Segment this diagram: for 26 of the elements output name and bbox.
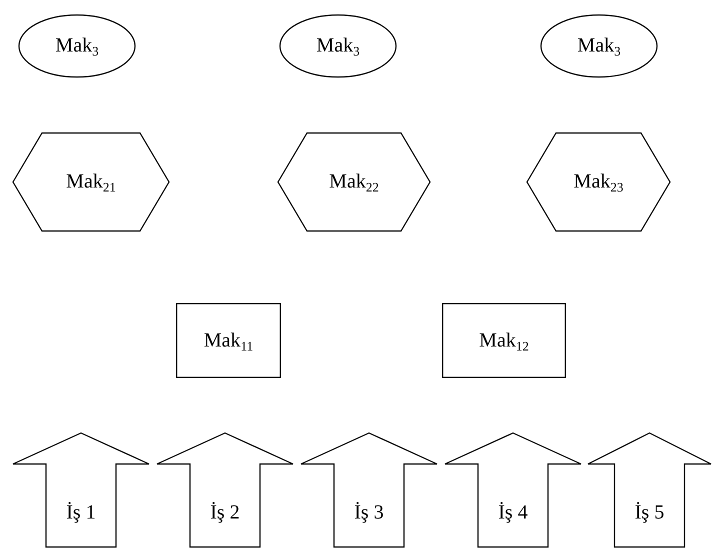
ellipse-node xyxy=(540,14,658,78)
up-arrow-node xyxy=(587,432,712,548)
up-arrow-node xyxy=(12,432,150,548)
node-label: Mak$_{21}$ xyxy=(66,170,116,194)
node-label: Mak$_{3}$ xyxy=(316,34,360,58)
up-arrow-node xyxy=(156,432,294,548)
node-label: İş 2 xyxy=(210,502,240,525)
node-label: Mak$_{3}$ xyxy=(577,34,621,58)
up-arrow-node xyxy=(444,432,582,548)
node-label: İş 4 xyxy=(498,502,528,525)
node-label: Mak$_{23}$ xyxy=(574,170,624,194)
node-label: Mak$_{11}$ xyxy=(204,329,254,352)
node-label: İş 1 xyxy=(66,502,96,525)
hexagon-node xyxy=(12,132,170,232)
node-label: İş 5 xyxy=(634,502,664,525)
process-box xyxy=(442,303,566,378)
ellipse-node xyxy=(18,14,136,78)
ellipse-node xyxy=(279,14,397,78)
node-label: Mak$_{3}$ xyxy=(55,34,99,58)
process-box xyxy=(176,303,281,378)
node-label: İş 3 xyxy=(354,502,384,525)
hexagon-node xyxy=(526,132,671,232)
up-arrow-node xyxy=(300,432,438,548)
node-label: Mak$_{22}$ xyxy=(329,170,379,194)
node-label: Mak$_{12}$ xyxy=(479,329,529,352)
hexagon-node xyxy=(277,132,431,232)
